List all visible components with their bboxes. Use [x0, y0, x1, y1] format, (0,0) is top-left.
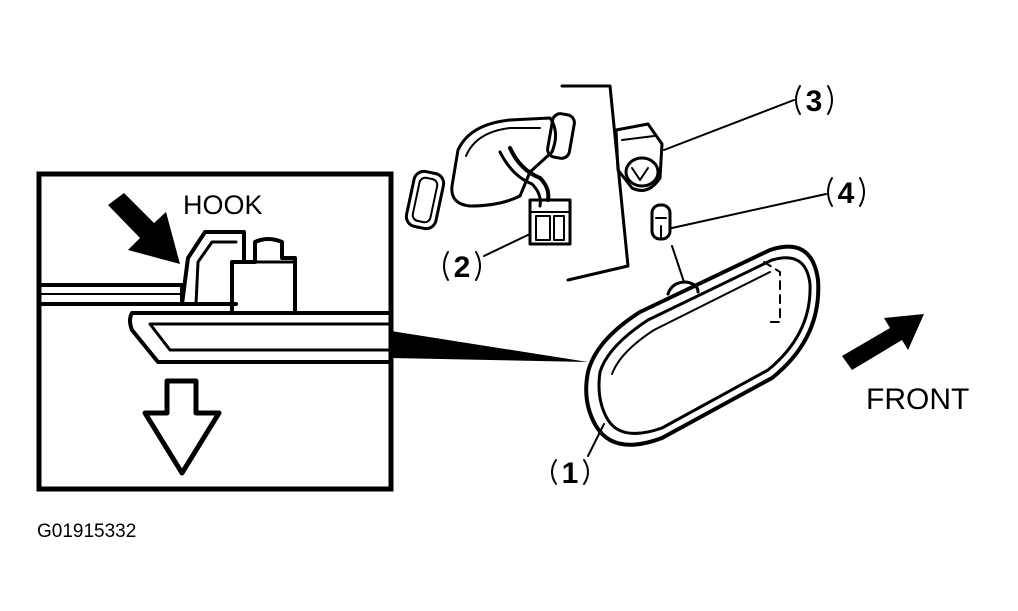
- fender-opening-main: [450, 116, 557, 208]
- front-label: FRONT: [866, 383, 969, 416]
- hook-detail-inset: HOOK: [36, 171, 394, 492]
- callout-3: 3: [795, 85, 833, 118]
- exploded-view: [404, 84, 827, 457]
- callout-4: 4: [827, 177, 865, 210]
- inset-lens-edge: [128, 311, 391, 364]
- leader-4: [671, 193, 827, 229]
- leader-1: [587, 423, 605, 457]
- fender-opening-right: [546, 112, 576, 160]
- connector-part-2: [528, 198, 572, 246]
- leader-2: [483, 233, 531, 257]
- bulb-socket-part-3: [614, 122, 664, 192]
- svg-text:3: 3: [806, 85, 823, 118]
- hook-pointer-arrow: [108, 193, 180, 264]
- svg-text:1: 1: [562, 457, 579, 490]
- hook-label: HOOK: [183, 190, 263, 220]
- vertical-mounting-panel: [560, 84, 630, 282]
- svg-text:4: 4: [838, 177, 855, 210]
- svg-text:2: 2: [454, 251, 471, 284]
- inset-hook-clip: [180, 230, 246, 306]
- side-marker-lamp-part-1: [584, 244, 821, 447]
- downward-direction-arrow: [142, 378, 222, 476]
- inset-frame: [36, 171, 394, 492]
- callout-2: 2: [443, 251, 481, 284]
- inset-socket-block: [230, 237, 297, 315]
- front-direction-arrow: [842, 314, 924, 370]
- wire-harness: [508, 146, 551, 202]
- inset-leader-wedge: [391, 331, 588, 362]
- figure-id: G01915332: [37, 521, 136, 542]
- fender-opening-left: [404, 169, 446, 231]
- callout-1: 1: [551, 457, 589, 490]
- leader-3: [663, 99, 795, 151]
- bulb-part-4: [650, 203, 685, 283]
